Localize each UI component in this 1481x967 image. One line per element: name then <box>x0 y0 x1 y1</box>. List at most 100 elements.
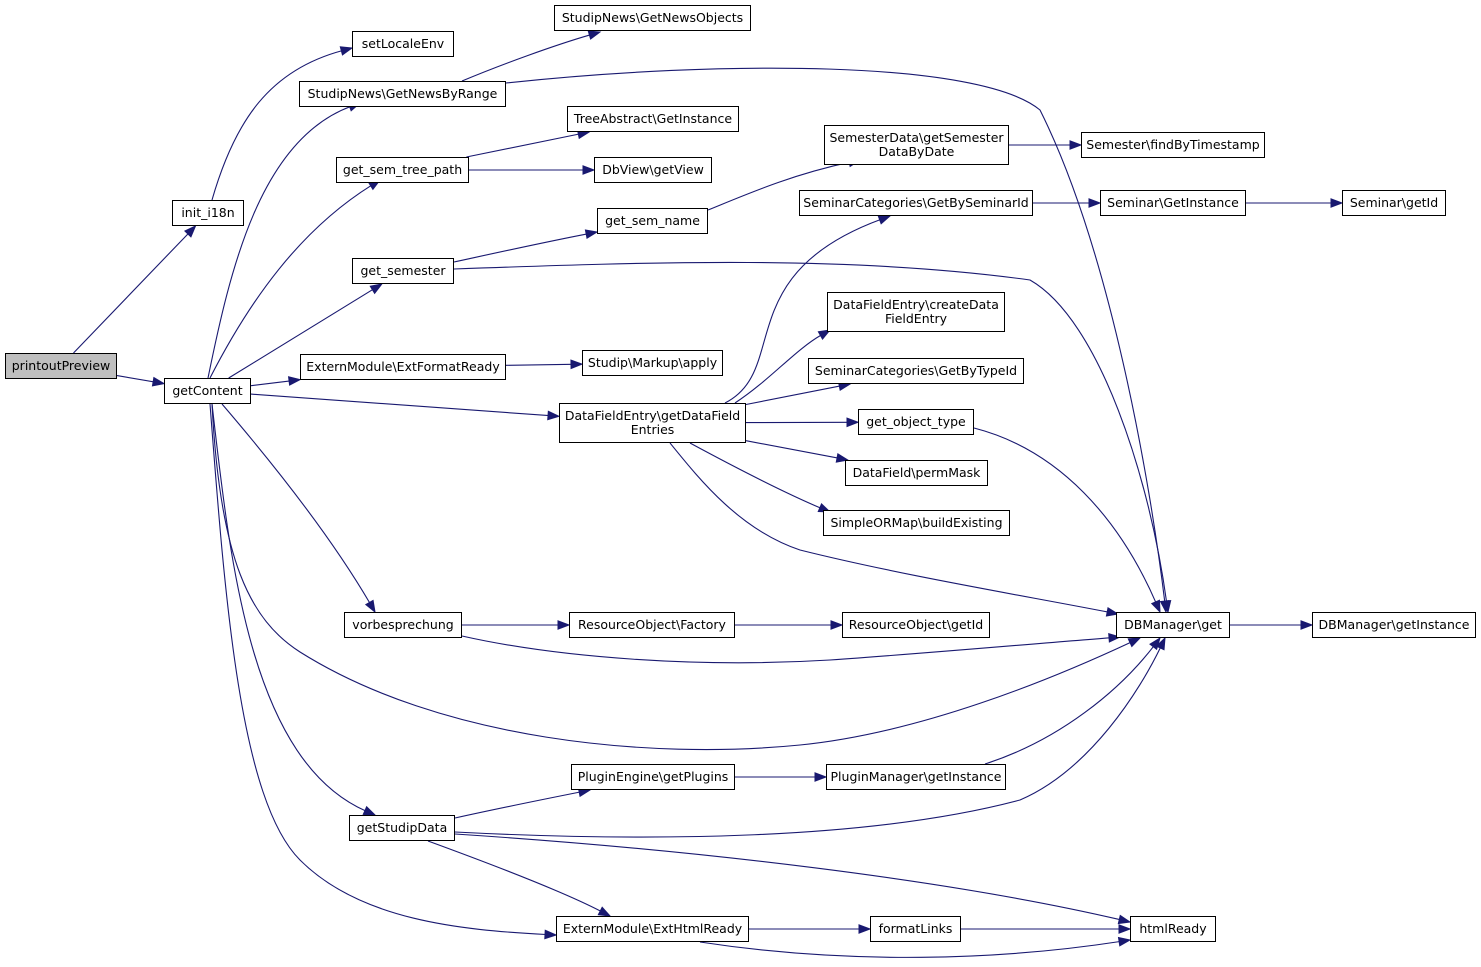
edge-getcontent-to-get-semester <box>228 283 384 379</box>
edge-get-sem-tree-path-to-dbview-getview-arrowhead <box>582 165 596 175</box>
edge-getstudipdata-to-externmodule-exthtmlready-arrowhead <box>597 906 612 917</box>
node-dbmanager-getinstance[interactable]: DBManager\getInstance <box>1312 612 1476 638</box>
edge-getcontent-to-datafieldentry-getdatafieldentries <box>250 393 561 421</box>
edge-semesterdata-getsemesterdatabydate-to-semester-findbytimestamp <box>1009 140 1083 150</box>
node-label: ExternModule\ExtHtmlReady <box>562 921 743 936</box>
edge-getstudipdata-to-dbmanager-get <box>454 636 1166 838</box>
node-datafield-permmask[interactable]: DataField\permMask <box>845 460 988 486</box>
edge-getstudipdata-to-pluginengine-getplugins <box>454 787 592 819</box>
node-semesterdata-getsemesterdatabydate[interactable]: SemesterData\getSemester DataByDate <box>824 125 1009 165</box>
edge-printoutpreview-to-init-i18n-line <box>73 232 189 354</box>
node-label: StudipNews\GetNewsObjects <box>561 10 744 25</box>
node-label: get_semester <box>360 263 446 278</box>
edge-pluginengine-getplugins-to-pluginmanager-getinstance-arrowhead <box>814 772 828 782</box>
node-get-object-type[interactable]: get_object_type <box>858 409 974 435</box>
edge-pluginmanager-getinstance-to-dbmanager-get <box>984 636 1161 765</box>
edge-get-semester-to-dbmanager-get <box>453 261 1172 614</box>
node-pluginengine-getplugins[interactable]: PluginEngine\getPlugins <box>571 764 735 790</box>
node-pluginmanager-getinstance[interactable]: PluginManager\getInstance <box>826 764 1006 790</box>
node-treeabstract-getinstance[interactable]: TreeAbstract\GetInstance <box>567 106 739 132</box>
edge-getcontent-to-get-semester-line <box>228 288 374 379</box>
node-vorbesprechung[interactable]: vorbesprechung <box>344 612 462 638</box>
node-label: formatLinks <box>878 921 953 936</box>
node-getcontent[interactable]: getContent <box>164 378 251 404</box>
edge-getcontent-to-externmodule-exthtmlready-arrowhead <box>544 929 558 940</box>
edge-getcontent-to-externmodule-exthtmlready <box>209 403 558 940</box>
node-seminarcategories-getbytypeid[interactable]: SeminarCategories\GetByTypeId <box>808 358 1024 384</box>
edge-datafieldentry-getdatafieldentries-to-datafieldentry-createdatafieldentry-arrowhead <box>817 329 832 340</box>
node-htmlready[interactable]: htmlReady <box>1130 916 1216 942</box>
node-label: DbView\getView <box>602 162 704 177</box>
edge-seminarcategories-getbyseminarid-to-seminar-getinstance <box>1033 198 1102 208</box>
edge-studipnews-getnewsbyrange-to-dbmanager-get-line <box>505 67 1166 603</box>
node-getstudipdata[interactable]: getStudipData <box>349 815 455 841</box>
edge-pluginmanager-getinstance-to-dbmanager-get-line <box>984 645 1155 765</box>
node-label: Studip\Markup\apply <box>587 355 718 370</box>
node-seminarcategories-getbyseminarid[interactable]: SeminarCategories\GetBySeminarId <box>799 190 1033 216</box>
edge-externmodule-extformatready-to-studip-markup-apply-line <box>505 363 573 366</box>
node-dbmanager-get[interactable]: DBManager\get <box>1116 612 1230 638</box>
node-label: vorbesprechung <box>352 617 454 632</box>
edge-getcontent-to-dbmanager-get-line <box>211 403 1132 751</box>
edge-externmodule-exthtmlready-to-htmlready-arrowhead <box>1117 936 1132 947</box>
edge-datafieldentry-getdatafieldentries-to-datafield-permmask-line <box>745 440 839 459</box>
node-label: ResourceObject\getId <box>848 617 984 632</box>
edge-get-object-type-to-dbmanager-get-line <box>973 427 1157 604</box>
node-setlocaleenv[interactable]: setLocaleEnv <box>352 31 454 57</box>
node-label: Seminar\getId <box>1349 195 1439 210</box>
edge-getstudipdata-to-htmlready-arrowhead <box>1117 914 1132 925</box>
edge-externmodule-exthtmlready-to-formatlinks <box>749 924 872 934</box>
node-label: PluginManager\getInstance <box>830 769 1002 784</box>
node-datafieldentry-getdatafieldentries[interactable]: DataFieldEntry\getDataField Entries <box>559 403 746 443</box>
node-label: SemesterData\getSemester DataByDate <box>829 130 1004 159</box>
node-studipnews-getnewsobjects[interactable]: StudipNews\GetNewsObjects <box>554 5 751 31</box>
node-seminar-getinstance[interactable]: Seminar\GetInstance <box>1100 190 1246 216</box>
node-label: DataField\permMask <box>852 465 981 480</box>
node-dbview-getview[interactable]: DbView\getView <box>594 157 712 183</box>
edge-getcontent-to-externmodule-extformatready <box>250 376 302 387</box>
edge-datafieldentry-getdatafieldentries-to-dbmanager-get-line <box>669 442 1109 613</box>
edge-resourceobject-factory-to-resourceobject-getid-arrowhead <box>830 620 844 630</box>
edge-datafieldentry-getdatafieldentries-to-seminarcategories-getbytypeid-line <box>745 385 841 406</box>
node-studip-markup-apply[interactable]: Studip\Markup\apply <box>582 350 723 376</box>
edge-externmodule-exthtmlready-to-htmlready <box>699 936 1132 958</box>
edge-getstudipdata-to-externmodule-exthtmlready <box>427 840 612 917</box>
node-datafieldentry-createdatafieldentry[interactable]: DataFieldEntry\createData FieldEntry <box>827 292 1005 332</box>
edge-get-sem-tree-path-to-treeabstract-getinstance-line <box>466 133 580 158</box>
edge-vorbesprechung-to-resourceobject-factory <box>462 620 571 630</box>
node-get-sem-tree-path[interactable]: get_sem_tree_path <box>336 157 469 183</box>
node-seminar-getid[interactable]: Seminar\getId <box>1342 190 1446 216</box>
node-externmodule-extformatready[interactable]: ExternModule\ExtFormatReady <box>300 354 506 380</box>
node-get-semester[interactable]: get_semester <box>352 258 454 284</box>
node-get-sem-name[interactable]: get_sem_name <box>597 208 708 234</box>
edge-vorbesprechung-to-dbmanager-get-arrowhead <box>1108 632 1122 643</box>
edge-init-i18n-to-setlocaleenv <box>211 46 354 201</box>
node-externmodule-exthtmlready[interactable]: ExternModule\ExtHtmlReady <box>556 916 749 942</box>
edge-studipnews-getnewsbyrange-to-studipnews-getnewsobjects-line <box>461 34 591 82</box>
node-studipnews-getnewsbyrange[interactable]: StudipNews\GetNewsByRange <box>299 81 506 107</box>
edge-datafieldentry-getdatafieldentries-to-simpleormap-buildexisting <box>689 442 832 513</box>
edge-init-i18n-to-setlocaleenv-arrowhead <box>339 46 354 56</box>
node-semester-findbytimestamp[interactable]: Semester\findByTimestamp <box>1081 132 1265 158</box>
edge-getcontent-to-studipnews-getnewsbyrange <box>207 102 362 379</box>
node-label: DataFieldEntry\getDataField Entries <box>564 408 741 437</box>
edge-resourceobject-factory-to-resourceobject-getid <box>735 620 844 630</box>
edge-get-sem-name-to-semesterdata-getsemesterdatabydate-line <box>707 161 851 211</box>
node-simpleormap-buildexisting[interactable]: SimpleORMap\buildExisting <box>823 510 1010 536</box>
node-init-i18n[interactable]: init_i18n <box>172 200 244 226</box>
edge-getcontent-to-datafieldentry-getdatafieldentries-arrowhead <box>547 410 561 421</box>
edge-getcontent-to-getstudipdata <box>211 403 377 816</box>
edge-externmodule-extformatready-to-studip-markup-apply-arrowhead <box>570 359 584 370</box>
node-label: DBManager\getInstance <box>1318 617 1470 632</box>
edge-dbmanager-get-to-dbmanager-getinstance <box>1230 620 1314 630</box>
node-resourceobject-getid[interactable]: ResourceObject\getId <box>842 612 990 638</box>
edge-datafieldentry-getdatafieldentries-to-datafieldentry-createdatafieldentry-line <box>734 334 822 404</box>
node-resourceobject-factory[interactable]: ResourceObject\Factory <box>569 612 735 638</box>
edge-getcontent-to-dbmanager-get-arrowhead <box>1127 637 1142 648</box>
edge-getstudipdata-to-dbmanager-get-line <box>454 646 1162 838</box>
node-label: htmlReady <box>1139 921 1207 936</box>
node-printoutpreview[interactable]: printoutPreview <box>5 353 117 379</box>
edge-getcontent-to-getstudipdata-line <box>211 403 367 812</box>
node-formatlinks[interactable]: formatLinks <box>870 916 961 942</box>
